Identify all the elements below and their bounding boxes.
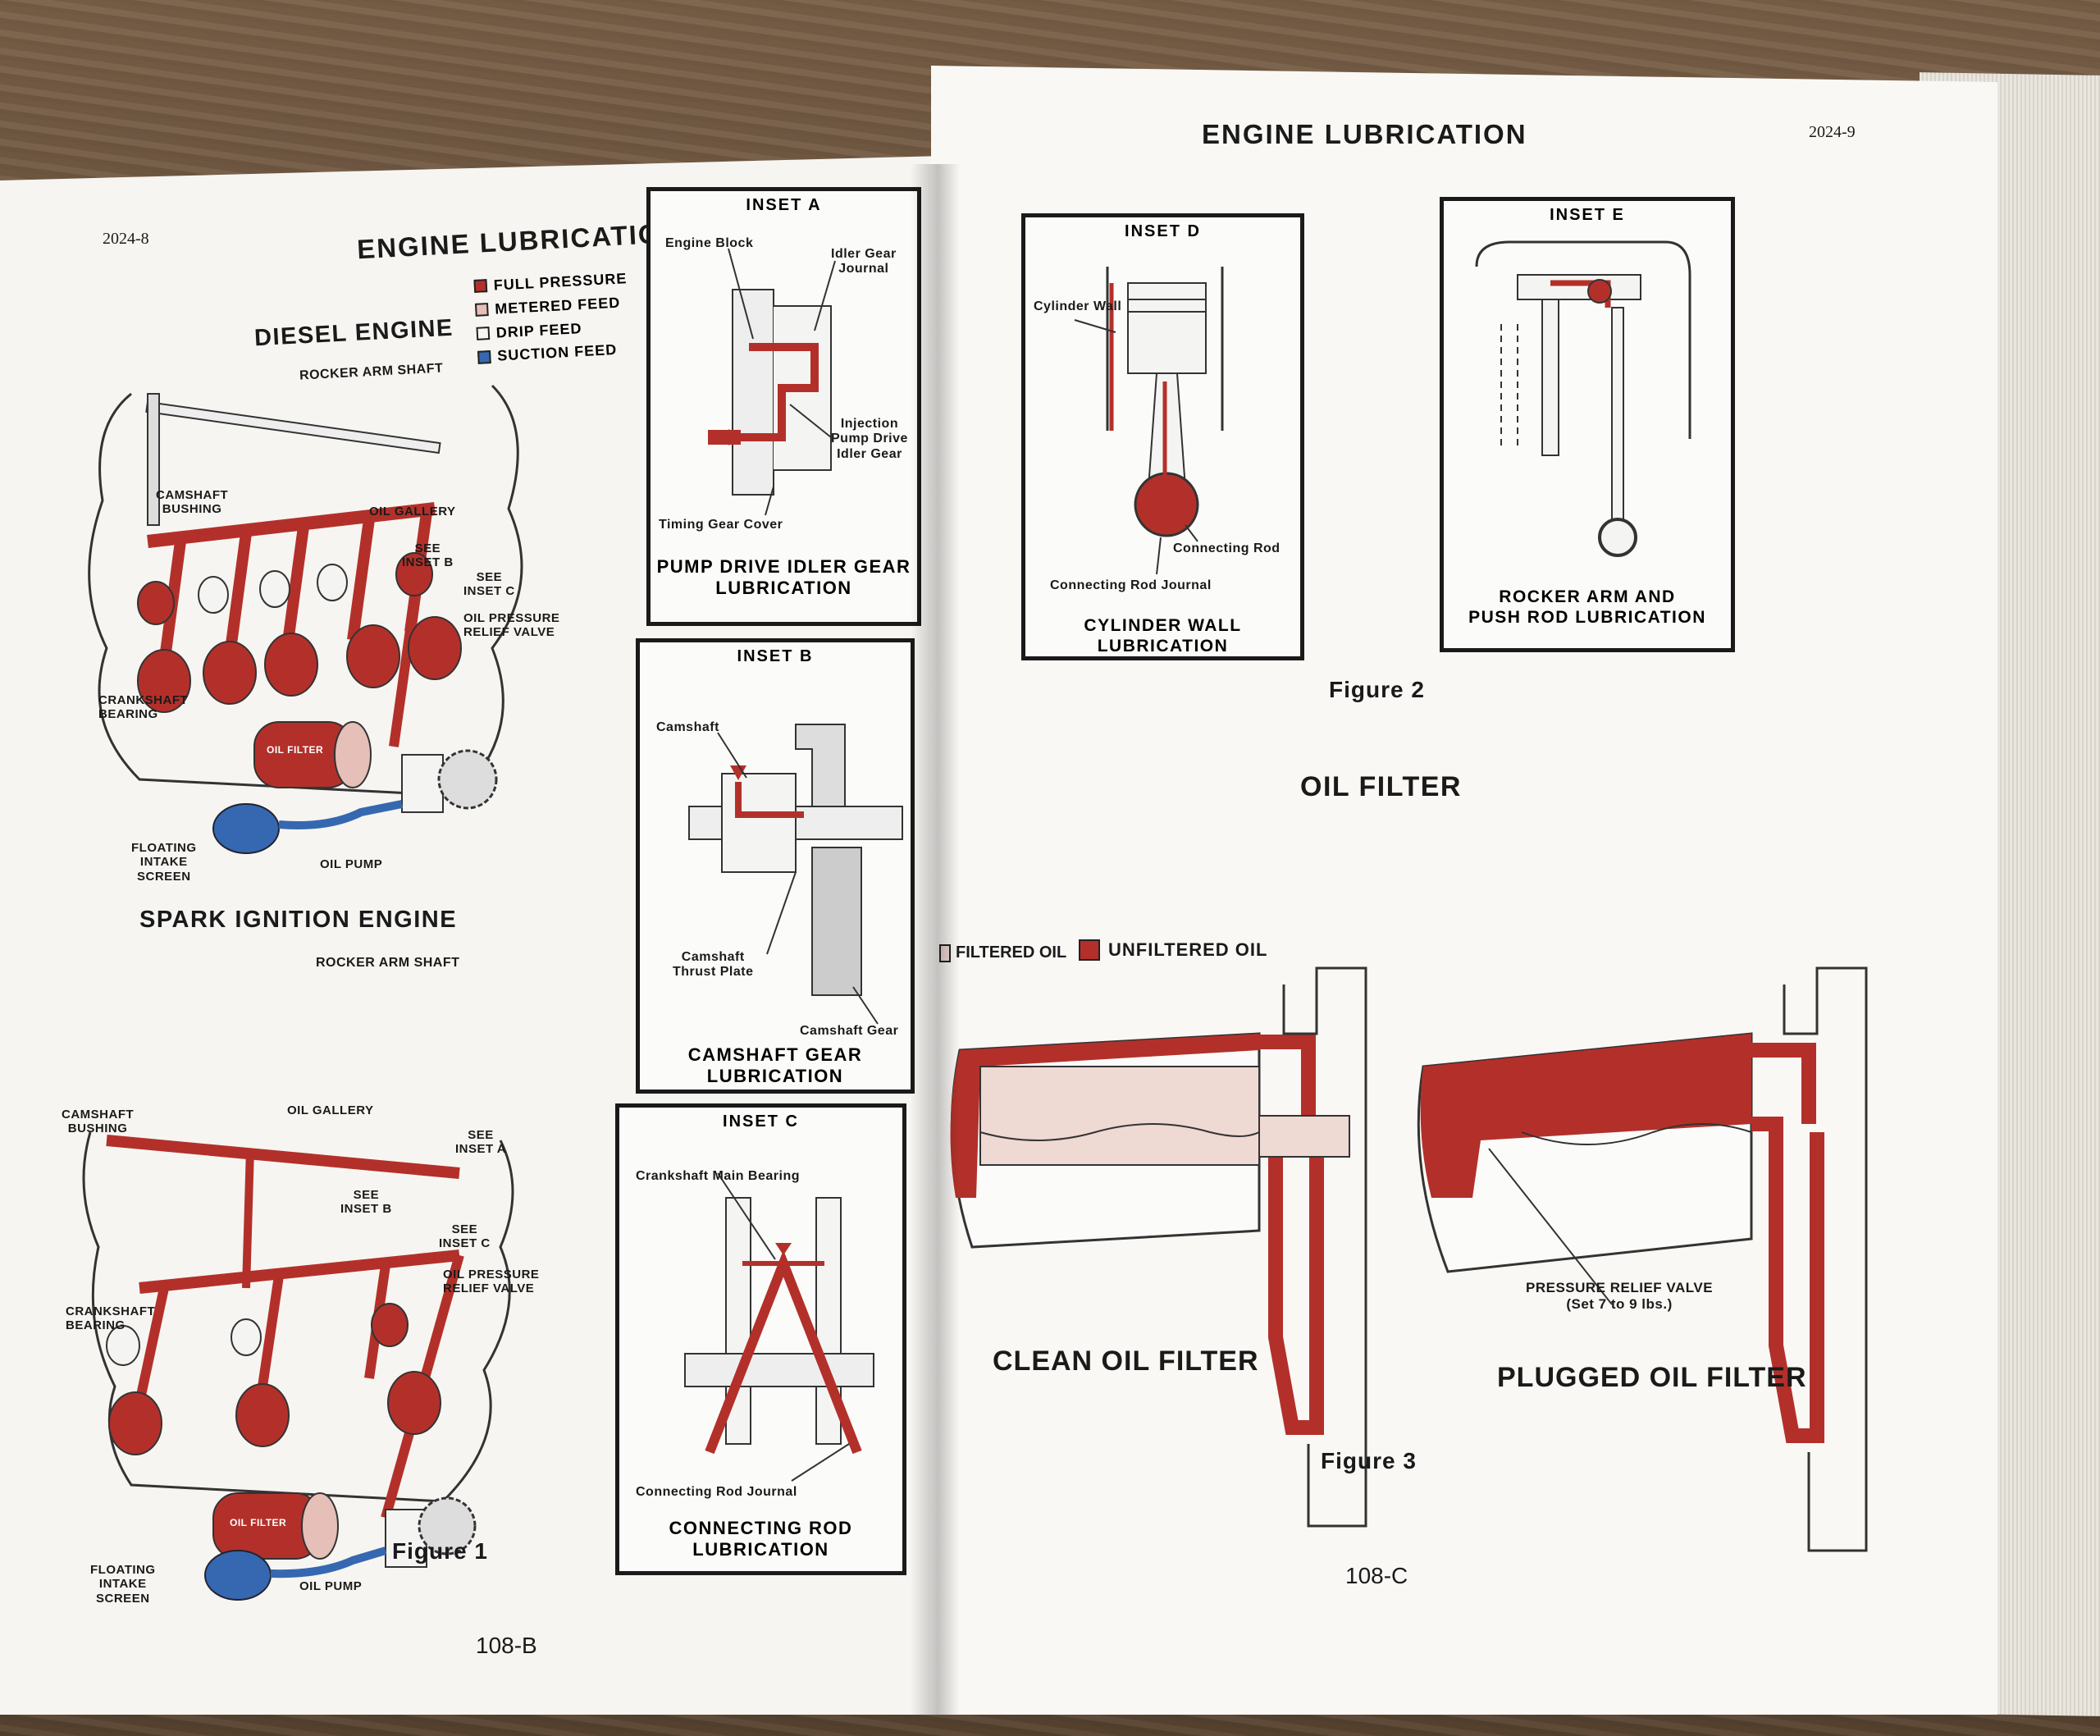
legend-label: FILTERED OIL — [956, 943, 1067, 962]
spark-engine-title: SPARK IGNITION ENGINE — [139, 907, 458, 933]
diesel-relief-valve-label: OIL PRESSURE RELIEF VALVE — [463, 611, 560, 640]
inset-d-journal-label: Connecting Rod Journal — [1050, 578, 1212, 592]
spark-oil-gallery-label: OIL GALLERY — [287, 1103, 374, 1117]
spark-cam-bushing-label: CAMSHAFT BUSHING — [62, 1108, 135, 1136]
oil-filter-diagram — [931, 66, 1997, 1715]
inset-b-title: INSET B — [737, 647, 814, 665]
diesel-engine-diagram — [0, 156, 943, 1715]
diesel-engine-drawing — [82, 384, 523, 1601]
inset-d-caption: CYLINDER WALL LUBRICATION — [1084, 616, 1242, 656]
page-code-right: 2024-9 — [1809, 123, 1856, 141]
diesel-intake-label: FLOATING INTAKE SCREEN — [131, 841, 197, 884]
inset-e-title: INSET E — [1550, 206, 1625, 224]
page-number-right: 108-C — [1345, 1563, 1408, 1588]
spark-filter-label: OIL FILTER — [230, 1517, 287, 1528]
legend-unfiltered-oil: UNFILTERED OIL — [1079, 939, 1267, 961]
inset-a-injection-label: Injection Pump Drive Idler Gear — [831, 417, 908, 461]
inset-c-caption: CONNECTING ROD LUBRICATION — [669, 1518, 853, 1560]
spark-see-inset-b: SEE INSET B — [340, 1188, 392, 1217]
inset-a-idler-label: Idler Gear Journal — [831, 247, 897, 276]
inset-d-drawing — [1074, 267, 1224, 575]
inset-a-title: INSET A — [746, 196, 822, 214]
diesel-see-inset-c: SEE INSET C — [463, 570, 515, 599]
spark-relief-valve-label: OIL PRESSURE RELIEF VALVE — [443, 1268, 540, 1296]
clean-oil-filter-label: CLEAN OIL FILTER — [993, 1345, 1259, 1377]
inset-b-camshaft-label: Camshaft — [656, 720, 719, 734]
inset-b: INSET B Camshaft Camshaft Thrust Plate C… — [636, 638, 915, 1094]
inset-d-rod-label: Connecting Rod — [1173, 541, 1281, 555]
legend-label: UNFILTERED OIL — [1108, 939, 1268, 960]
spark-see-inset-c: SEE INSET C — [439, 1222, 491, 1251]
inset-c-drawing — [684, 1172, 874, 1482]
inset-d-wall-label: Cylinder Wall — [1034, 299, 1122, 313]
diesel-pump-label: OIL PUMP — [320, 857, 383, 871]
inset-b-caption: CAMSHAFT GEAR LUBRICATION — [687, 1044, 863, 1087]
inset-a-drawing — [708, 248, 836, 516]
swatch — [939, 943, 951, 962]
left-page: 2024-8 ENGINE LUBRICATION FULL PRESSURE … — [0, 156, 943, 1715]
diesel-cam-bushing-label: CAMSHAFT BUSHING — [156, 488, 229, 517]
inset-e-drawing — [1475, 240, 1691, 557]
swatch — [1079, 939, 1100, 961]
inset-b-drawing — [688, 724, 903, 1025]
right-page-title: ENGINE LUBRICATION — [1202, 119, 1527, 149]
diesel-crank-bearing-label: CRANKSHAFT BEARING — [98, 693, 189, 722]
inset-d-title: INSET D — [1125, 222, 1201, 240]
plugged-oil-filter-label: PLUGGED OIL FILTER — [1497, 1362, 1807, 1393]
oil-filter-title: OIL FILTER — [1300, 771, 1462, 802]
book-gutter-shadow — [911, 164, 960, 1715]
spark-intake-label: FLOATING INTAKE SCREEN — [90, 1563, 156, 1606]
inset-c-journal-label: Connecting Rod Journal — [636, 1485, 797, 1499]
right-page: ENGINE LUBRICATION 2024-9 INSET D Cylind… — [931, 66, 1997, 1715]
spark-rocker-label: ROCKER ARM SHAFT — [316, 956, 460, 970]
figure-3-caption: Figure 3 — [1321, 1448, 1417, 1473]
spark-pump-label: OIL PUMP — [299, 1579, 363, 1593]
inset-b-gear-label: Camshaft Gear — [800, 1024, 899, 1038]
diesel-filter-label: OIL FILTER — [267, 744, 324, 756]
inset-a: INSET A Engine Block Idler Gear Journal … — [646, 187, 921, 626]
legend-filtered-oil: FILTERED OIL — [939, 943, 1066, 962]
inset-e: INSET E ROCKER ARM AND PUSH ROD LUBRICAT… — [1440, 197, 1735, 652]
inset-b-thrust-label: Camshaft Thrust Plate — [673, 950, 754, 980]
figure-2-caption: Figure 2 — [1329, 677, 1425, 702]
spark-see-inset-a: SEE INSET A — [455, 1128, 507, 1157]
spark-crank-bearing-label: CRANKSHAFT BEARING — [66, 1304, 156, 1333]
inset-c: INSET C Crankshaft Main Bearing Connecti… — [615, 1103, 906, 1575]
pressure-relief-valve-label: PRESSURE RELIEF VALVE (Set 7 to 9 lbs.) — [1526, 1280, 1714, 1312]
inset-e-caption: ROCKER ARM AND PUSH ROD LUBRICATION — [1468, 587, 1706, 628]
oil-filter-drawing — [950, 966, 1868, 1552]
page-number-left: 108-B — [476, 1633, 537, 1658]
inset-c-title: INSET C — [723, 1112, 799, 1131]
inset-c-main-label: Crankshaft Main Bearing — [636, 1169, 800, 1183]
diesel-see-inset-b: SEE INSET B — [402, 541, 454, 570]
diesel-oil-gallery-label: OIL GALLERY — [369, 505, 456, 519]
figure-1-caption: Figure 1 — [392, 1538, 488, 1564]
inset-a-timing-label: Timing Gear Cover — [659, 518, 783, 532]
inset-a-block-label: Engine Block — [665, 236, 754, 250]
inset-d: INSET D Cylinder Wall Connecting Rod Con… — [1021, 213, 1304, 660]
page-code-left: 2024-8 — [103, 230, 149, 248]
inset-a-caption: PUMP DRIVE IDLER GEAR LUBRICATION — [656, 556, 911, 599]
